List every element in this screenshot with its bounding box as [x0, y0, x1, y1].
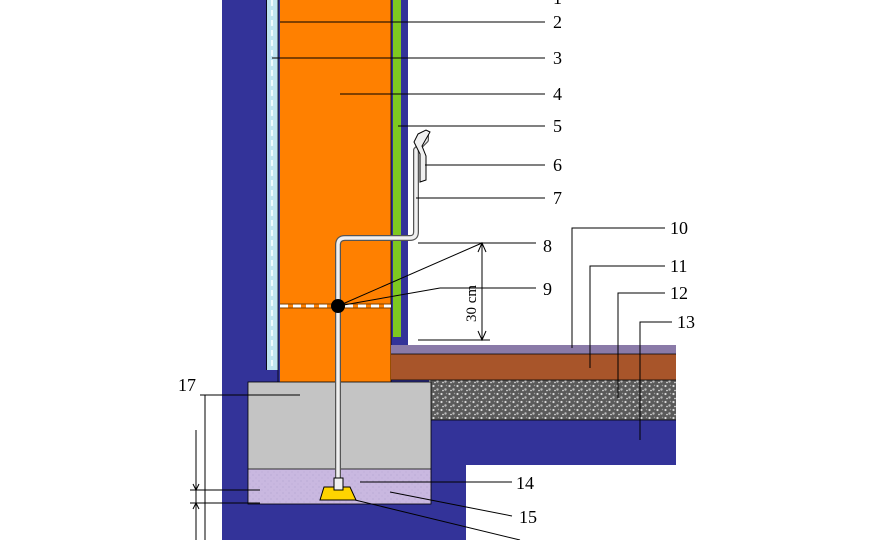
callout-15: 15: [519, 507, 537, 527]
callout-14: 14: [516, 473, 534, 493]
dimension-label: 30 cm: [464, 285, 480, 322]
green-layer: [393, 0, 401, 337]
callout-17: 17: [178, 375, 196, 395]
floor-topping: [391, 345, 676, 354]
callout-8: 8: [543, 236, 552, 256]
callout-5: 5: [553, 116, 562, 136]
callout-12: 12: [670, 283, 688, 303]
callout-7: 7: [553, 188, 562, 208]
ground-electrode: [319, 486, 357, 501]
gravel-layer: [429, 380, 676, 420]
callout-13: 13: [677, 312, 695, 332]
callout-10: 10: [670, 218, 688, 238]
callout-2: 2: [553, 12, 562, 32]
dimension-30cm: 30 cm: [418, 241, 490, 342]
callout-6: 6: [553, 155, 562, 175]
callout-4: 4: [553, 84, 562, 104]
callout-3: 3: [553, 48, 562, 68]
callout-9: 9: [543, 279, 552, 299]
leader-lines: [205, 21, 672, 540]
screed-layer: [391, 354, 676, 380]
callout-1: 1: [553, 0, 562, 8]
callout-11: 11: [670, 256, 687, 276]
clamp: [413, 129, 431, 183]
callout-16: 16: [524, 536, 542, 540]
